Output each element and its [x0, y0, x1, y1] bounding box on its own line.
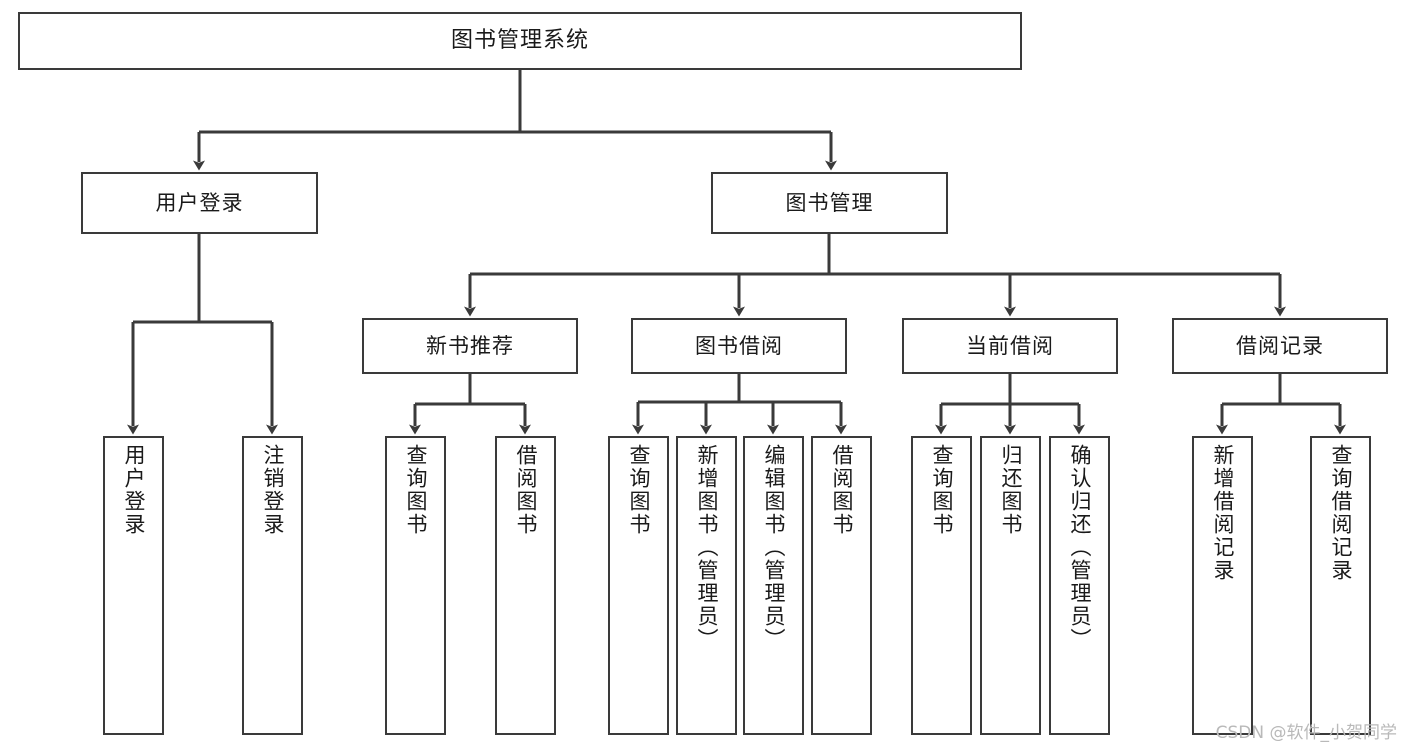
node-leaf-query-book-borrow[interactable]: 查询图书 [608, 436, 669, 735]
node-label: 查询借阅记录 [1329, 444, 1353, 582]
node-label: 编辑图书（管理员） [762, 444, 786, 651]
node-label: 新增图书（管理员） [695, 444, 719, 651]
node-label: 借阅图书 [830, 444, 854, 536]
watermark-text: CSDN @软件_小贺同学 [1215, 723, 1397, 743]
node-new-book-recommend[interactable]: 新书推荐 [362, 318, 578, 374]
node-label: 借阅记录 [1236, 333, 1324, 358]
node-label: 用户登录 [122, 444, 146, 536]
node-label: 归还图书 [999, 444, 1023, 536]
node-leaf-add-book-admin[interactable]: 新增图书（管理员） [676, 436, 737, 735]
node-label: 查询图书 [404, 444, 428, 536]
node-current-borrow[interactable]: 当前借阅 [902, 318, 1118, 374]
node-leaf-query-book-recommend[interactable]: 查询图书 [385, 436, 446, 735]
node-user-login[interactable]: 用户登录 [81, 172, 318, 234]
node-root-book-management-system[interactable]: 图书管理系统 [18, 12, 1022, 70]
node-label: 图书管理 [785, 190, 874, 215]
node-leaf-edit-book-admin[interactable]: 编辑图书（管理员） [743, 436, 804, 735]
node-label: 确认归还（管理员） [1068, 444, 1092, 651]
node-leaf-confirm-return-admin[interactable]: 确认归还（管理员） [1049, 436, 1110, 735]
node-label: 查询图书 [627, 444, 651, 536]
node-label: 当前借阅 [966, 333, 1054, 358]
node-leaf-user-login[interactable]: 用户登录 [103, 436, 164, 735]
node-leaf-borrow-book[interactable]: 借阅图书 [811, 436, 872, 735]
node-label: 新增借阅记录 [1211, 444, 1235, 582]
node-leaf-query-borrow-record[interactable]: 查询借阅记录 [1310, 436, 1371, 735]
node-book-management[interactable]: 图书管理 [711, 172, 948, 234]
node-leaf-add-borrow-record[interactable]: 新增借阅记录 [1192, 436, 1253, 735]
node-leaf-return-book[interactable]: 归还图书 [980, 436, 1041, 735]
node-label: 图书管理系统 [450, 28, 589, 54]
node-borrow-record[interactable]: 借阅记录 [1172, 318, 1388, 374]
node-leaf-borrow-book-recommend[interactable]: 借阅图书 [495, 436, 556, 735]
node-label: 图书借阅 [695, 333, 783, 358]
node-leaf-query-book-current[interactable]: 查询图书 [911, 436, 972, 735]
node-leaf-logout[interactable]: 注销登录 [242, 436, 303, 735]
node-label: 用户登录 [155, 190, 244, 215]
node-label: 新书推荐 [426, 333, 514, 358]
node-label: 注销登录 [261, 444, 285, 536]
node-book-borrow[interactable]: 图书借阅 [631, 318, 847, 374]
node-label: 查询图书 [930, 444, 954, 536]
node-label: 借阅图书 [514, 444, 538, 536]
